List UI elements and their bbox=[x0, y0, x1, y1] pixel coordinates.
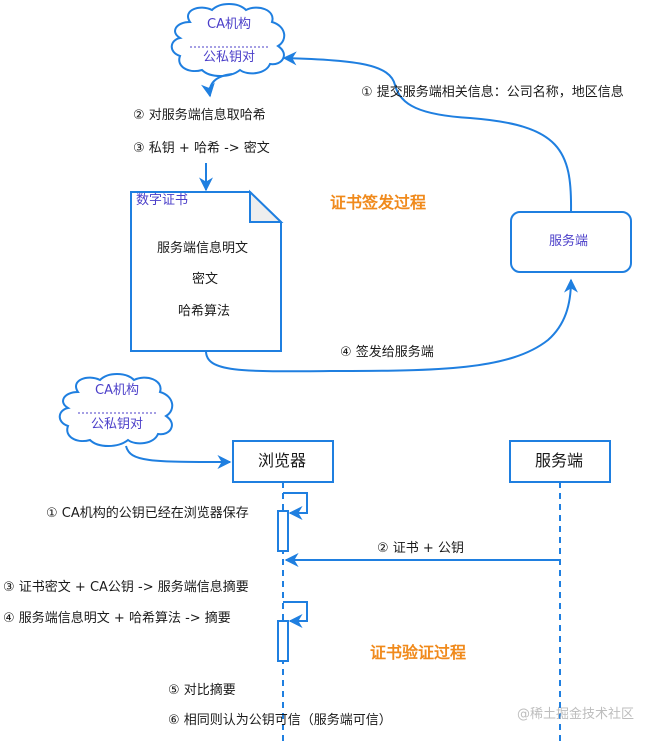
issuance-step-4: ④ 签发给服务端 bbox=[340, 345, 434, 360]
verification-step-5: ⑤ 对比摘要 bbox=[168, 683, 236, 698]
verification-step-4: ④ 服务端信息明文 + 哈希算法 -> 摘要 bbox=[3, 611, 231, 626]
verification-title: 证书验证过程 bbox=[370, 643, 467, 662]
arrow-ca-to-browser bbox=[125, 445, 232, 469]
ca-cloud-top-line2: 公私钥对 bbox=[203, 50, 256, 65]
issuance-step-2: ② 对服务端信息取哈希 bbox=[133, 108, 266, 123]
verification-step-1: ① CA机构的公钥已经在浏览器保存 bbox=[46, 506, 249, 521]
issuance-title: 证书签发过程 bbox=[330, 193, 427, 212]
browser-label: 浏览器 bbox=[258, 451, 307, 470]
server-box-issuance bbox=[510, 211, 632, 273]
verification-step-6: ⑥ 相同则认为公钥可信（服务端可信） bbox=[168, 713, 392, 728]
self-message-2 bbox=[283, 601, 308, 628]
cloud-shape bbox=[58, 373, 174, 447]
server-label: 服务端 bbox=[535, 451, 584, 470]
browser-box bbox=[232, 440, 334, 483]
certificate-document bbox=[130, 189, 284, 352]
arrow-ca-to-hash bbox=[201, 73, 233, 98]
activation-bar-2 bbox=[277, 620, 289, 662]
ca-cloud-top-line1: CA机构 bbox=[207, 17, 251, 32]
certificate-item-plaintext: 服务端信息明文 bbox=[157, 241, 249, 256]
issuance-step-1: ① 提交服务端相关信息：公司名称，地区信息 bbox=[361, 85, 624, 100]
ca-cloud-bottom-line1: CA机构 bbox=[95, 383, 139, 398]
watermark: @稀土掘金技术社区 bbox=[517, 707, 635, 722]
verification-step-2: ② 证书 + 公钥 bbox=[377, 541, 464, 556]
certificate-item-hash-algorithm: 哈希算法 bbox=[178, 304, 231, 319]
cloud-shape bbox=[170, 3, 286, 77]
arrow-sign-to-server bbox=[205, 278, 578, 373]
arrow-server-to-ca bbox=[282, 51, 573, 213]
ca-cloud-bottom bbox=[58, 373, 174, 447]
dog-ear-fold bbox=[249, 189, 284, 223]
activation-bar-1 bbox=[277, 510, 289, 552]
ca-cloud-bottom-line2: 公私钥对 bbox=[91, 417, 144, 432]
issuance-step-3: ③ 私钥 + 哈希 -> 密文 bbox=[133, 141, 270, 156]
verification-step-3: ③ 证书密文 + CA公钥 -> 服务端信息摘要 bbox=[3, 580, 249, 595]
server-box-issuance-label: 服务端 bbox=[549, 234, 589, 249]
certificate-title: 数字证书 bbox=[136, 193, 189, 208]
server-box-verification bbox=[509, 440, 611, 483]
certificate-item-ciphertext: 密文 bbox=[192, 272, 219, 287]
ca-cloud-top bbox=[170, 3, 286, 77]
self-message-1 bbox=[283, 492, 308, 520]
